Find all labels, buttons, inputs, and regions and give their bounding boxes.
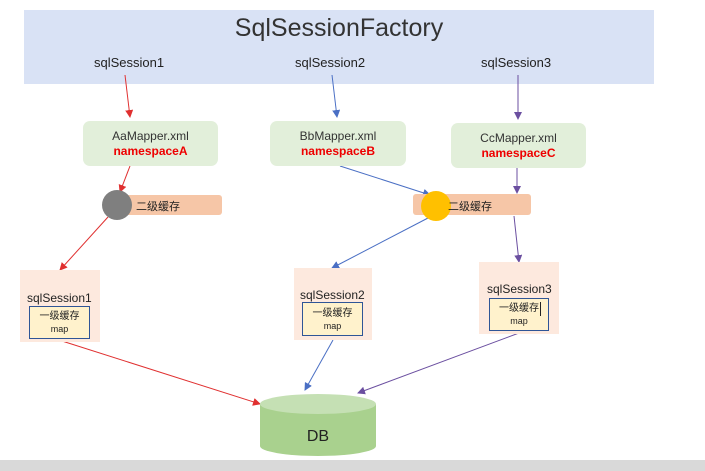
session-label-3: sqlSession3 xyxy=(487,282,552,296)
first-level-cache-label-2: 一级缓存 xyxy=(312,307,353,319)
aamapper-box: AaMapper.xml namespaceA xyxy=(83,121,218,166)
bottom-scroll-strip xyxy=(0,460,705,471)
cache-map-label-1: map xyxy=(50,324,69,334)
first-level-cache-1: 一级缓存 map xyxy=(29,306,90,339)
session-label-2: sqlSession2 xyxy=(300,288,365,302)
ccmapper-box: CcMapper.xml namespaceC xyxy=(451,123,586,168)
first-level-cache-2: 一级缓存 map xyxy=(302,302,363,336)
arrow-shared-cache-to-session3 xyxy=(513,215,523,263)
db-label: DB xyxy=(306,428,330,445)
arrow-session1-to-aamapper xyxy=(124,74,134,118)
arrow-session2-to-bbmapper xyxy=(331,74,341,118)
second-level-cache-label-a: 二级缓存 xyxy=(136,201,180,213)
cache-map-label-3: map xyxy=(510,316,528,326)
top-session-label-3: sqlSession3 xyxy=(481,55,552,70)
factory-title: SqlSessionFactory xyxy=(234,14,444,42)
arrow-session3-to-db xyxy=(357,332,520,395)
text-cursor xyxy=(540,302,541,316)
session-label-1: sqlSession1 xyxy=(27,291,92,305)
database-cylinder xyxy=(260,394,376,456)
arrow-cache-a-to-session1 xyxy=(59,216,109,271)
bbmapper-box: BbMapper.xml namespaceB xyxy=(270,121,406,166)
first-level-cache-label-1: 一级缓存 xyxy=(39,311,80,322)
second-level-cache-label-shared: 二级缓存 xyxy=(448,201,492,213)
arrow-bbmapper-to-shared-cache xyxy=(339,165,431,197)
shared-cache-circle xyxy=(421,191,451,221)
bbmapper-file: BbMapper.xml xyxy=(299,128,377,143)
top-session-label-1: sqlSession1 xyxy=(94,55,165,70)
arrow-shared-cache-to-session2 xyxy=(331,217,429,269)
cache-map-label-2: map xyxy=(323,320,342,331)
arrow-session1-to-db xyxy=(61,340,261,406)
arrow-session2-to-db xyxy=(304,339,334,391)
first-level-cache-label-3: 一级缓存 xyxy=(499,303,539,314)
first-level-cache-3: 一级缓存 map xyxy=(489,298,549,331)
ccmapper-file: CcMapper.xml xyxy=(480,130,557,145)
arrow-aamapper-to-cache-a xyxy=(118,165,131,193)
namespace-a: namespaceA xyxy=(113,143,188,158)
namespace-b: namespaceB xyxy=(300,143,376,158)
aamapper-file: AaMapper.xml xyxy=(112,128,189,143)
sqlsessionfactory-box xyxy=(24,10,654,84)
namespace-c: namespaceC xyxy=(481,145,556,160)
top-session-label-2: sqlSession2 xyxy=(295,55,366,70)
cache-a-circle xyxy=(102,190,132,220)
second-level-cache-bar-a xyxy=(118,195,222,215)
